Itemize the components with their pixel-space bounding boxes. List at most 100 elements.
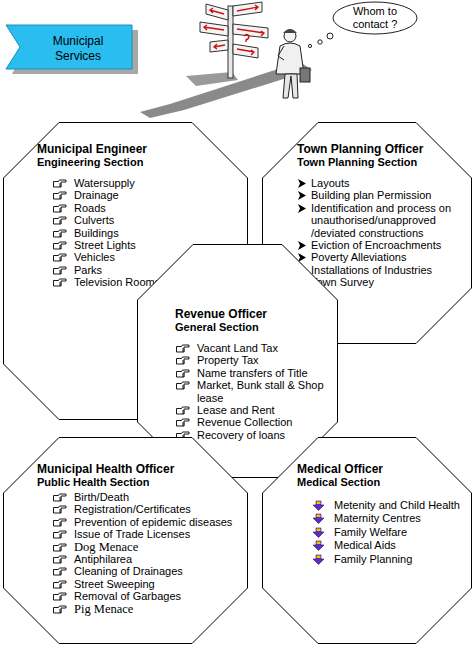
medical-bullet	[313, 501, 324, 511]
bullet-icon	[52, 240, 68, 251]
service-item: Drainage	[37, 189, 237, 201]
hand-bullet	[54, 180, 67, 187]
service-text: Pig Menace	[74, 603, 234, 615]
arrow-bullet	[298, 204, 306, 213]
hand-bullet	[54, 519, 67, 526]
bullet-icon	[175, 417, 191, 428]
bullet-icon	[52, 579, 68, 590]
service-item: Identification and process on unauthoris…	[297, 202, 467, 239]
service-item: Eviction of Encroachments	[297, 239, 467, 251]
medical-bullet	[317, 555, 321, 558]
service-octagon: Municipal Health OfficerPublic Health Se…	[3, 437, 248, 644]
arrow-bullet	[298, 191, 306, 200]
officer-title: Municipal Engineer	[37, 143, 237, 156]
bullet-icon	[52, 215, 68, 226]
bullet-icon	[297, 190, 307, 201]
service-text: Town Survey	[311, 276, 463, 288]
bullet-icon	[312, 540, 328, 551]
officer-title: Medical Officer	[297, 463, 467, 476]
service-octagon: Medical OfficerMedical SectionMetenity a…	[262, 437, 472, 644]
medical-bullet	[313, 541, 324, 551]
service-text: Buildings	[74, 227, 234, 239]
hand-bullet	[54, 506, 67, 513]
bullet-icon	[52, 566, 68, 577]
bullet-icon	[297, 240, 307, 251]
service-text: Property Tax	[197, 354, 327, 366]
service-item: Dog Menace	[37, 541, 237, 553]
officer-title: Town Planning Officer	[297, 143, 467, 156]
service-text: Drainage	[74, 189, 234, 201]
service-item: Vacant Land Tax	[175, 342, 335, 354]
sign-arrows	[204, 5, 264, 55]
sign-boards	[200, 2, 268, 58]
service-text: Market, Bunk stall & Shop lease	[197, 379, 327, 404]
hand-bullet	[54, 531, 67, 538]
service-item: Registration/Certificates	[37, 503, 237, 515]
hand-bullet	[54, 205, 67, 212]
service-item: Lease and Rent	[175, 404, 335, 416]
medical-bullet	[313, 528, 324, 538]
service-text: Prevention of epidemic diseases	[74, 516, 234, 528]
hand-bullet	[54, 606, 67, 613]
bullet-icon	[52, 190, 68, 201]
hand-bullet	[54, 544, 67, 551]
service-item: Roads	[37, 202, 237, 214]
service-text: Removal of Garbages	[74, 590, 234, 602]
bullet-icon	[52, 529, 68, 540]
section-name: Engineering Section	[37, 156, 237, 169]
service-text: Family Planning	[334, 553, 467, 566]
text-area: Whom to contact ?	[340, 5, 410, 30]
banner-title: Municipal Services	[28, 34, 128, 64]
medical-bullet	[313, 514, 324, 524]
service-text: Lease and Rent	[197, 404, 327, 416]
service-item: Birth/Death	[37, 491, 237, 503]
service-text: Layouts	[311, 177, 463, 189]
text-area: Revenue OfficerGeneral SectionVacant Lan…	[175, 308, 335, 441]
hand-bullet	[54, 581, 67, 588]
bullet-icon	[52, 252, 68, 263]
service-text: Installations of Industries	[311, 264, 463, 276]
bullet-icon	[175, 405, 191, 416]
bullet-icon	[175, 343, 191, 354]
service-item: Culverts	[37, 214, 237, 226]
man-figure	[276, 29, 310, 98]
hand-bullet	[54, 192, 67, 199]
section-name: Town Planning Section	[297, 156, 467, 169]
service-text: Medical Aids	[334, 539, 467, 552]
bullet-icon	[312, 527, 328, 538]
service-item: Prevention of epidemic diseases	[37, 516, 237, 528]
bullet-icon	[312, 554, 328, 565]
text-area: Municipal Services	[28, 34, 128, 64]
service-item: Market, Bunk stall & Shop lease	[175, 379, 335, 404]
service-item: Property Tax	[175, 354, 335, 366]
bullet-icon	[52, 542, 68, 553]
hand-bullet	[54, 568, 67, 575]
thought-bubble: Whom to contact ?	[332, 1, 418, 35]
thought-trail	[308, 33, 333, 48]
service-text: Registration/Certificates	[74, 503, 234, 515]
hand-bullet	[54, 254, 67, 261]
text-area: Municipal Health OfficerPublic Health Se…	[37, 463, 237, 615]
bullet-icon	[52, 203, 68, 214]
service-item: Family Welfare	[297, 526, 467, 539]
service-text: Dog Menace	[74, 541, 234, 553]
bubble-text: Whom to contact ?	[340, 5, 410, 30]
bubble-outline	[333, 2, 417, 34]
bullet-icon	[175, 368, 191, 379]
service-text: Issue of Trade Licenses	[74, 528, 234, 540]
hand-bullet	[54, 494, 67, 501]
service-item: Building plan Permission	[297, 189, 467, 201]
hand-bullet	[54, 593, 67, 600]
hand-bullet	[54, 242, 67, 249]
bullet-icon	[312, 513, 328, 524]
service-item: Antiphilarea	[37, 553, 237, 565]
hand-bullet	[177, 357, 190, 364]
medical-bullet	[317, 502, 321, 505]
service-item: Cleaning of Drainages	[37, 565, 237, 577]
service-item: Poverty Alleviations	[297, 251, 467, 263]
bullet-icon	[175, 380, 191, 391]
service-item: Removal of Garbages	[37, 590, 237, 602]
service-text: Metenity and Child Health	[334, 499, 467, 512]
hand-bullet	[54, 217, 67, 224]
officer-title: Revenue Officer	[175, 308, 335, 321]
